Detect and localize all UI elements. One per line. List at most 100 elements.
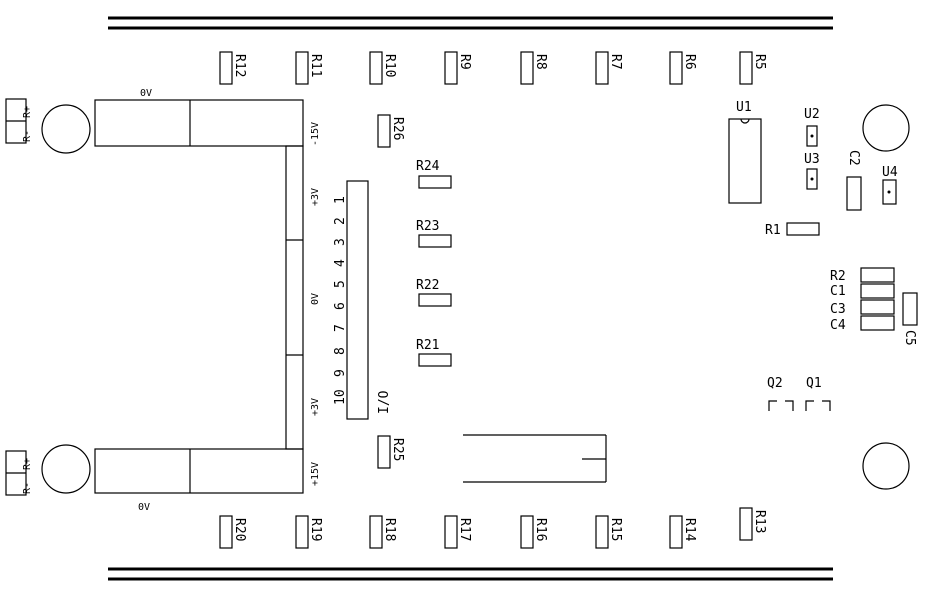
resistor-r15 — [595, 515, 609, 549]
label-rplus-bottom: R+ — [22, 458, 33, 470]
label-r9: R9 — [457, 54, 472, 70]
label-r21: R21 — [416, 338, 439, 353]
label-io: I/O — [377, 390, 392, 414]
resistor-r23 — [418, 234, 452, 248]
label-r26: R26 — [390, 117, 405, 140]
resistor-r10 — [369, 51, 383, 85]
resistor-r8 — [520, 51, 534, 85]
resistor-r9 — [444, 51, 458, 85]
resistor-r18 — [369, 515, 383, 549]
resistor-r6 — [669, 51, 683, 85]
capacitor-c3 — [860, 299, 895, 315]
pin-8: 8 — [333, 347, 348, 355]
label-r23: R23 — [416, 219, 439, 234]
label-r1: R1 — [765, 223, 781, 238]
label-u2: U2 — [804, 107, 820, 122]
label-rplus-top: R+ — [22, 106, 33, 118]
label-r2: R2 — [830, 269, 846, 284]
label-r18: R18 — [382, 518, 397, 541]
passive-stack: R2 C1 C3 C4 — [830, 267, 895, 333]
module-side-bar — [285, 145, 304, 450]
resistor-r7 — [595, 51, 609, 85]
pin-2: 2 — [333, 217, 348, 225]
mounting-hole-top-left — [41, 104, 91, 154]
module-bottom-block — [94, 448, 304, 494]
ic-u1-notch — [740, 118, 750, 124]
bottom-left-terminal: R- R+ — [5, 444, 91, 496]
label-0v-mid: 0V — [310, 293, 321, 305]
label-rminus-top: R- — [22, 130, 33, 142]
label-u3: U3 — [804, 152, 820, 167]
pin-6: 6 — [333, 302, 348, 310]
transistor-u4 — [882, 179, 897, 205]
label-c4: C4 — [830, 318, 846, 333]
label-plus15v: +15V — [310, 462, 321, 486]
transistor-u3 — [806, 168, 818, 190]
label-r11: R11 — [308, 54, 323, 77]
label-r19: R19 — [308, 518, 323, 541]
left-resistor-column: R24 R23 R22 R21 — [416, 159, 452, 367]
label-r22: R22 — [416, 278, 439, 293]
resistor-r22 — [418, 293, 452, 307]
bottom-resistor-row: R20 R19 R18 R17 R16 R15 R14 R13 — [219, 507, 767, 549]
ic-u1 — [728, 118, 762, 204]
label-minus15v: -15V — [310, 122, 321, 146]
io-connector: 1 2 3 4 5 6 7 8 9 10 I/O — [333, 180, 392, 420]
pin-7: 7 — [333, 324, 348, 332]
pin-5: 5 — [333, 280, 348, 288]
resistor-r14 — [669, 515, 683, 549]
resistor-r20 — [219, 515, 233, 549]
label-c5: C5 — [902, 330, 917, 346]
capacitor-c4 — [860, 315, 895, 331]
label-c2: C2 — [846, 150, 861, 166]
resistor-r16 — [520, 515, 534, 549]
pin-9: 9 — [333, 369, 348, 377]
pin-1: 1 — [333, 196, 348, 204]
label-c3: C3 — [830, 302, 846, 317]
module-top-block — [94, 99, 304, 147]
mounting-hole-top-right — [862, 104, 910, 152]
label-q1: Q1 — [806, 376, 822, 391]
resistor-r19 — [295, 515, 309, 549]
resistor-r24 — [418, 175, 452, 189]
transistor-q2-left — [768, 400, 777, 411]
transistor-u2 — [806, 125, 818, 147]
label-q2: Q2 — [767, 376, 783, 391]
label-c1: C1 — [830, 284, 846, 299]
top-resistor-row: R12 R11 R10 R9 R8 R7 R6 R5 — [219, 51, 767, 85]
label-r24: R24 — [416, 159, 440, 174]
label-r5: R5 — [752, 54, 767, 70]
label-r10: R10 — [382, 54, 397, 77]
label-plus3v-bottom: +3V — [310, 398, 321, 416]
label-r17: R17 — [457, 518, 472, 541]
capacitor-c2 — [846, 176, 862, 211]
transistor-q2-right — [785, 400, 794, 411]
resistor-r21 — [418, 353, 452, 367]
resistor-r13 — [739, 507, 753, 541]
pin-3: 3 — [333, 238, 348, 246]
label-r12: R12 — [232, 54, 247, 77]
label-r13: R13 — [752, 510, 767, 533]
transistor-q1-left — [805, 400, 814, 411]
label-0v-bottom: 0V — [138, 502, 150, 513]
capacitor-c5 — [902, 292, 918, 326]
top-left-terminal: R- R+ — [5, 98, 91, 154]
label-r25: R25 — [390, 438, 405, 461]
label-plus3v-top: +3V — [310, 188, 321, 206]
pin-10: 10 — [333, 389, 348, 405]
center-bottom-module — [463, 434, 607, 483]
pin-4: 4 — [333, 259, 348, 267]
resistor-r5 — [739, 51, 753, 85]
label-0v-top: 0V — [140, 88, 152, 99]
label-r15: R15 — [608, 518, 623, 541]
label-r14: R14 — [682, 518, 697, 542]
mounting-hole-bottom-left — [41, 444, 91, 494]
label-r8: R8 — [533, 54, 548, 70]
label-r20: R20 — [232, 518, 247, 541]
resistor-r1 — [786, 222, 820, 236]
resistor-r11 — [295, 51, 309, 85]
label-u1: U1 — [736, 100, 752, 115]
resistor-r17 — [444, 515, 458, 549]
capacitor-c1 — [860, 283, 895, 299]
label-r6: R6 — [682, 54, 697, 70]
